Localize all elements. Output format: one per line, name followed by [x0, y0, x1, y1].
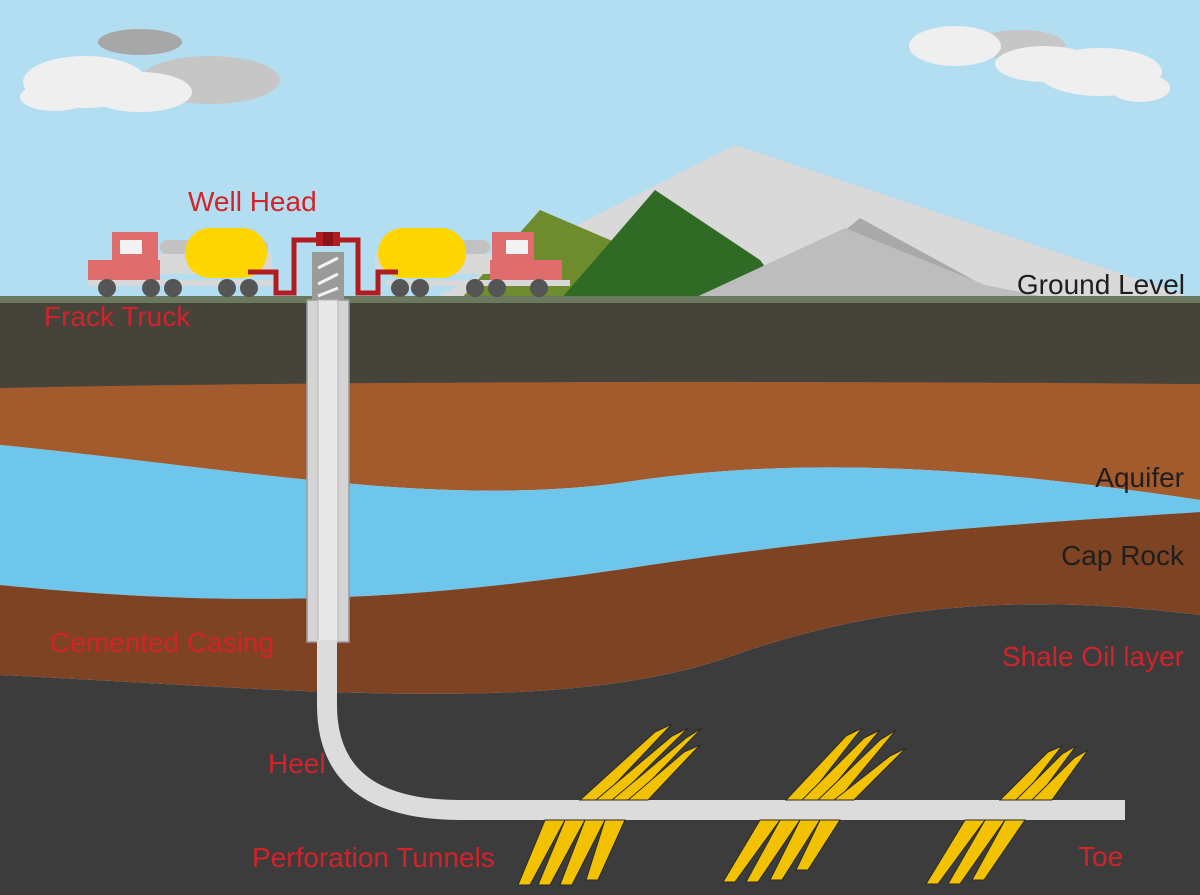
heel-label: Heel — [268, 748, 326, 779]
frack-truck-right — [375, 228, 570, 297]
pipe-left — [248, 237, 320, 296]
aquifer-layer — [0, 445, 1200, 599]
cloud-left — [20, 29, 280, 112]
ground-line — [0, 296, 1200, 303]
perforation-tunnels-label: Perforation Tunnels — [252, 842, 495, 873]
frack-truck-left — [88, 228, 273, 297]
pipe-right — [336, 237, 398, 296]
mountain-green — [560, 190, 790, 300]
cloud-right — [909, 26, 1170, 102]
shale-layer — [0, 604, 1200, 895]
toe-label: Toe — [1078, 841, 1124, 872]
perforation-fractures — [517, 723, 1089, 886]
frack-truck-label: Frack Truck — [44, 301, 191, 332]
well-head-label: Well Head — [188, 186, 317, 217]
casing-inner — [317, 299, 339, 643]
wellbore — [317, 640, 1125, 820]
ground-level-label: Ground Level — [1016, 269, 1185, 300]
aquifer-label: Aquifer — [1095, 462, 1184, 493]
clay-layer — [0, 381, 1200, 500]
cap-rock-label: Cap Rock — [1061, 540, 1184, 571]
mountain-grey-front — [690, 228, 1060, 300]
cap-rock-layer — [0, 512, 1200, 694]
well-head — [312, 232, 344, 300]
cemented-casing-label: Cemented Casing — [50, 627, 275, 658]
shale-oil-layer-label: Shale Oil layer — [1001, 641, 1184, 672]
